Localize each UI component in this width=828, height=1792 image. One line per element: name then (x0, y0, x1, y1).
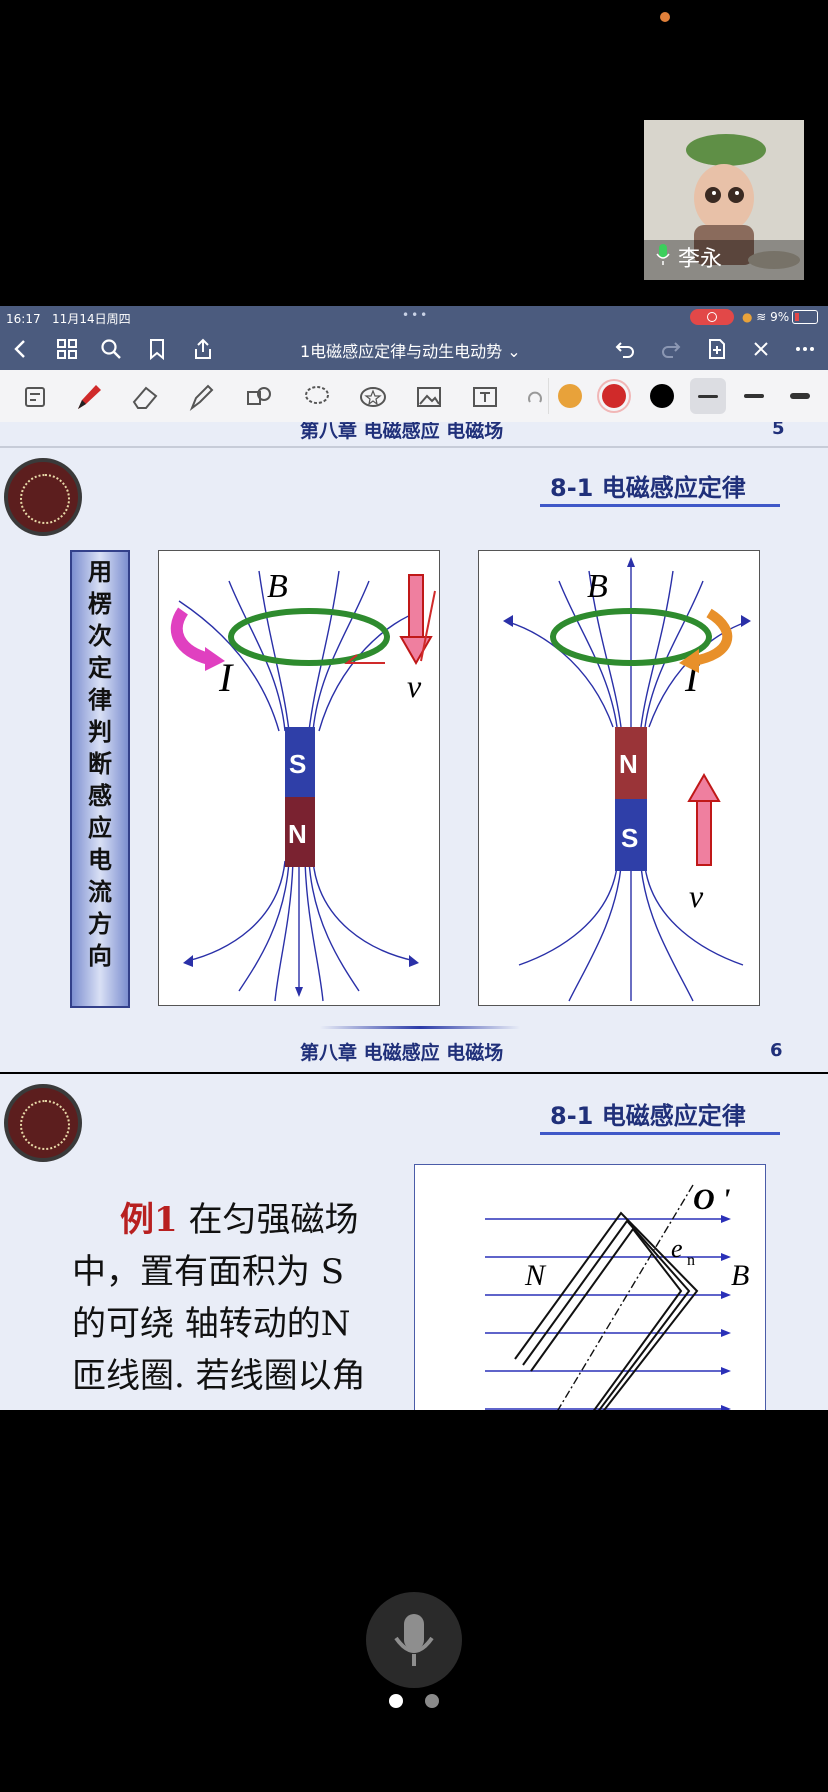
magnet-bottom-pole (615, 799, 647, 871)
svg-text:n: n (687, 1252, 695, 1269)
more-tools-icon[interactable] (520, 382, 550, 412)
university-emblem (4, 1084, 82, 1162)
induced-current-arrow (170, 607, 211, 665)
page-number: 6 (770, 1040, 783, 1061)
svg-text:O ': O ' (693, 1183, 731, 1216)
slide-7: 8-1 电磁感应定律 例1 在匀强磁场 中，置有面积为 S 的可绕 轴转动的N … (0, 1074, 828, 1410)
velocity-arrow (696, 798, 712, 866)
toolbar-divider (548, 378, 549, 414)
svg-text:v: v (689, 878, 704, 914)
document-title[interactable]: 1电磁感应定律与动生电动势 ⌄ (300, 342, 521, 361)
svg-text:N: N (524, 1259, 547, 1292)
svg-text:B: B (587, 568, 608, 605)
example-text: 例1 在匀强磁场 中，置有面积为 S 的可绕 轴转动的N 匝线圈. 若线圈以角 (72, 1200, 366, 1396)
induced-current-arrow (692, 608, 733, 666)
magnet-diagram-right: N S B I v (478, 550, 760, 1006)
field-lines-right: N S B I v (503, 557, 751, 1002)
battery-percent: ● ≋ 9% (742, 310, 790, 324)
slide-6: 8-1 电磁感应定律 用楞次定律判断感应电流方向 (0, 448, 828, 1072)
field-lines-left: S N B I v (170, 568, 436, 1002)
color-swatch-orange[interactable] (558, 384, 582, 408)
page-indicator-dot[interactable] (425, 1694, 439, 1708)
lasso-icon[interactable] (302, 382, 332, 412)
status-bar: 16:17 11月14日周四 ••• ● ≋ 9% (0, 306, 828, 328)
coil-ring (228, 608, 390, 666)
stroke-thick[interactable] (790, 393, 810, 399)
coil-drawing: O ' e n N B (485, 1183, 749, 1410)
eraser-icon[interactable] (130, 382, 160, 412)
section-underline (540, 504, 780, 507)
share-icon[interactable] (192, 338, 214, 360)
color-swatch-black[interactable] (650, 384, 674, 408)
annotation-toolbar (0, 370, 828, 423)
velocity-arrow (408, 574, 424, 640)
university-emblem (4, 458, 82, 536)
page-number: 5 (772, 422, 785, 439)
more-icon[interactable] (794, 338, 816, 360)
status-time: 16:17 11月14日周四 (6, 312, 131, 326)
chapter-title: 第八章 电磁感应 电磁场 (300, 422, 504, 442)
slide-5: 第八章 电磁感应 电磁场 5 (0, 422, 828, 448)
image-icon[interactable] (414, 382, 444, 412)
redo-icon[interactable] (660, 338, 682, 360)
svg-text:B: B (267, 568, 288, 605)
participant-name-bar: 李永 (644, 240, 804, 280)
close-tools-icon[interactable] (750, 338, 772, 360)
avatar (644, 120, 804, 280)
stroke-thin[interactable] (698, 395, 718, 398)
coil-diagram: O ' e n N B (414, 1164, 766, 1410)
text-box-icon[interactable] (470, 382, 500, 412)
search-icon[interactable] (100, 338, 122, 360)
page-layout-icon[interactable] (20, 382, 50, 412)
section-title: 8-1 电磁感应定律 (550, 1102, 746, 1130)
battery-icon (792, 310, 818, 324)
stroke-medium[interactable] (744, 394, 764, 398)
microphone-button[interactable] (366, 1592, 462, 1688)
screen-record-icon (690, 309, 734, 325)
svg-text:N: N (288, 819, 307, 849)
section-title: 8-1 电磁感应定律 (550, 474, 746, 502)
svg-text:S: S (289, 749, 306, 779)
chapter-title: 第八章 电磁感应 电磁场 (300, 1042, 504, 1064)
svg-text:N: N (619, 749, 638, 779)
coil-ring (550, 608, 712, 666)
nav-bar: 1电磁感应定律与动生电动势 ⌄ (0, 328, 828, 370)
svg-text:S: S (621, 823, 638, 853)
participant-name: 李永 (678, 247, 723, 272)
magnet-bottom-pole (285, 797, 315, 867)
bookmark-icon[interactable] (146, 338, 168, 360)
more-dots-icon[interactable]: ••• (402, 308, 430, 322)
magnet-top-pole (285, 727, 315, 797)
shapes-icon[interactable] (244, 382, 274, 412)
page-indicator-dot-active[interactable] (389, 1694, 403, 1708)
footer-rule (320, 1026, 520, 1029)
section-underline (540, 1132, 780, 1135)
magnet-top-pole (615, 727, 647, 799)
svg-text:e: e (671, 1234, 683, 1263)
svg-text:B: B (731, 1259, 749, 1292)
back-icon[interactable] (10, 338, 32, 360)
microphone-icon (394, 1614, 434, 1666)
grid-icon[interactable] (56, 338, 78, 360)
microphone-icon (656, 240, 670, 280)
highlighter-icon[interactable] (186, 382, 216, 412)
side-title-box: 用楞次定律判断感应电流方向 (70, 550, 130, 1008)
undo-icon[interactable] (614, 338, 636, 360)
sticker-icon[interactable] (358, 382, 388, 412)
pen-tool-icon[interactable] (74, 382, 104, 412)
magnet-diagram-left: S N B I v (158, 550, 440, 1006)
color-swatch-red[interactable] (602, 384, 626, 408)
svg-text:I: I (218, 655, 234, 700)
add-page-icon[interactable] (706, 338, 728, 360)
recording-indicator (660, 12, 670, 22)
participant-video-tile[interactable]: 李永 (644, 120, 804, 280)
svg-text:v: v (407, 668, 422, 704)
